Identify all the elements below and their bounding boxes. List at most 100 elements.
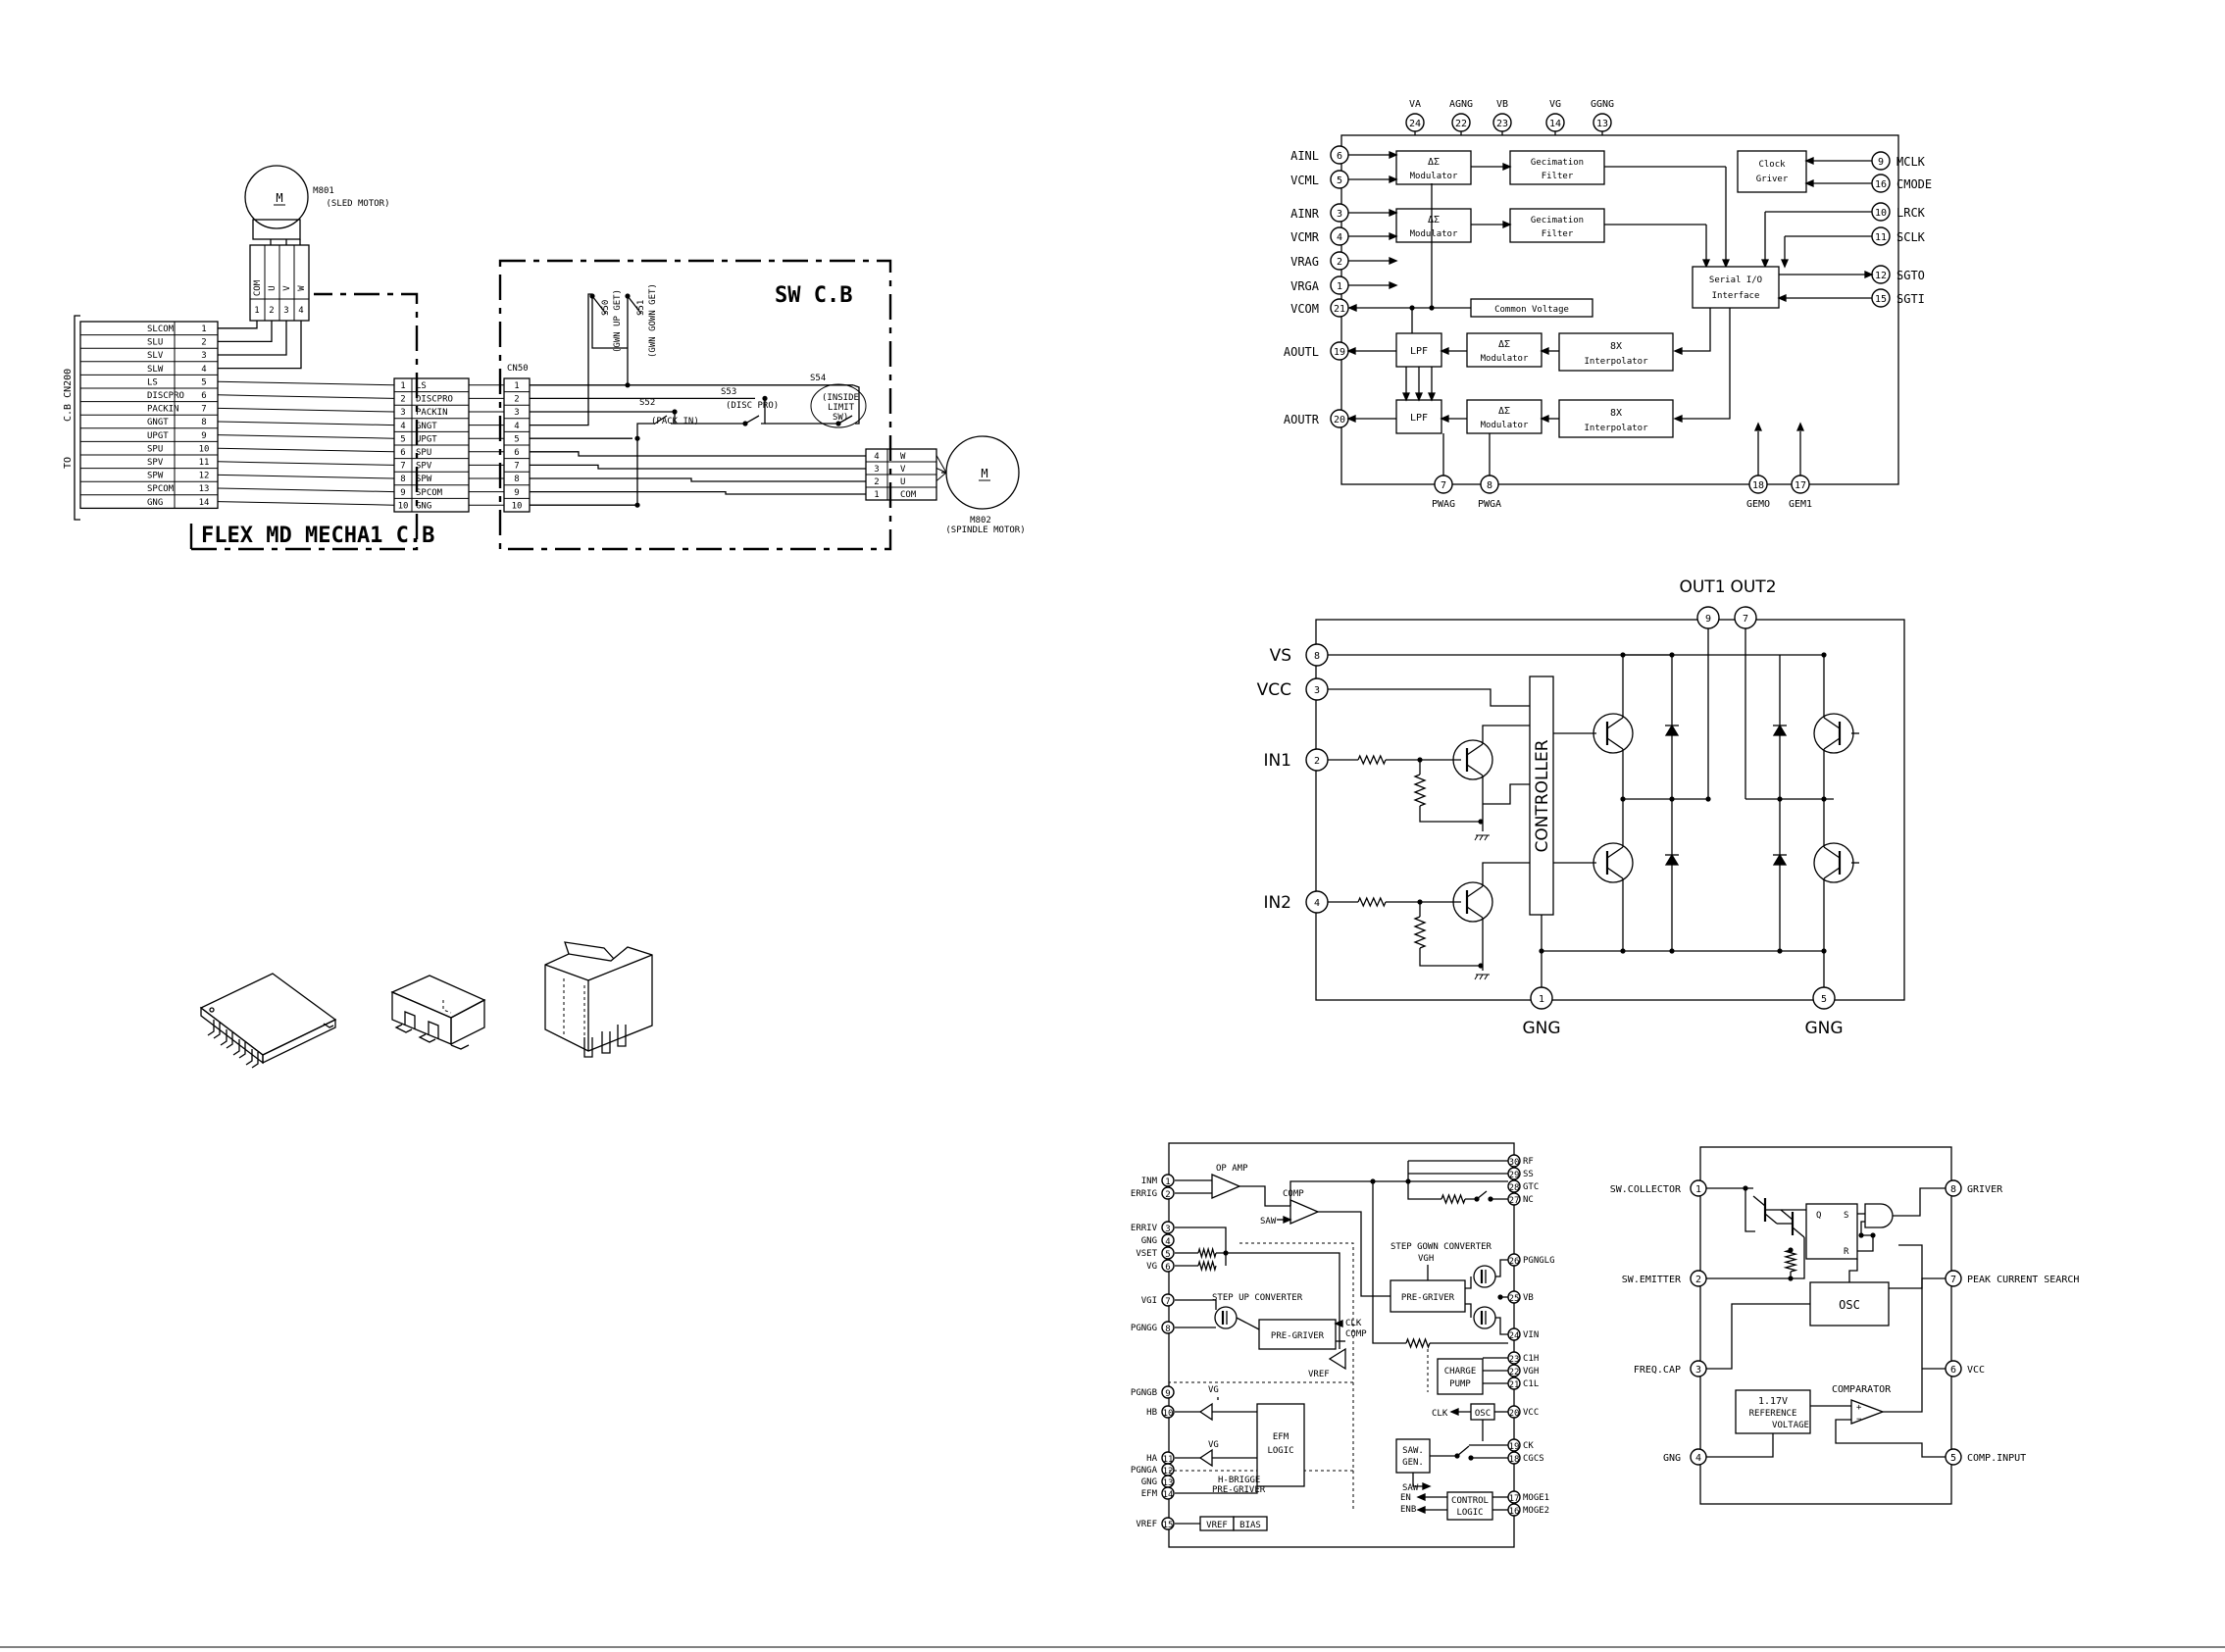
junction-dot [1474, 1196, 1480, 1202]
s54-desc-2: LIMIT [828, 403, 855, 413]
modulator-left-in-label: Modulator [1410, 172, 1458, 181]
junction-dot [1669, 948, 1675, 954]
cn50-pin-10: 10 [512, 501, 523, 511]
en-label: EN [1400, 1493, 1411, 1503]
wire [1372, 1181, 1406, 1344]
hbridge-vg-1: VG [1208, 1385, 1219, 1395]
s51-desc: (GWN GOWN GET) [648, 283, 658, 358]
codec-left-pin-20-number: 20 [1334, 415, 1345, 426]
reg-right-pin-16-number: 16 [1509, 1507, 1520, 1517]
mid-row-name-packin: PACKIN [416, 408, 448, 418]
flex-row-name-slu: SLU [147, 338, 163, 348]
driver-outline [1315, 619, 1905, 1001]
wire [1466, 743, 1484, 756]
reg-left-pin-15-number: 15 [1163, 1521, 1174, 1530]
codec-top-pin-22-number: 22 [1455, 119, 1467, 129]
wire [1857, 1221, 1874, 1252]
lpf-right-label: LPF [1410, 413, 1428, 424]
wire [1848, 1259, 1858, 1282]
pre-driver-up-label: PRE-GRIVER [1271, 1331, 1325, 1341]
sw-board-wiring [530, 293, 867, 508]
sled-wire-3 [218, 321, 287, 356]
decimation-filter-left [1509, 150, 1605, 185]
codec-left-pin-2-number: 2 [1337, 257, 1342, 268]
reg-left-pin-8-number: 8 [1165, 1325, 1170, 1334]
mid-row-pin-5: 5 [400, 434, 405, 444]
mid-row-name-discpro: DISCPRO [416, 395, 453, 405]
vset-resistor-icon [1197, 1246, 1217, 1260]
s52-desc: (PACK IN) [651, 417, 699, 426]
conv-right-pin-name-comp-input: COMP.INPUT [1967, 1453, 2026, 1464]
hbridge-l2: PRE-GRIVER [1212, 1485, 1266, 1495]
s54-switch [765, 384, 860, 425]
codec-left-pin-name-aoutl: AOUTL [1284, 345, 1319, 359]
clk-label: CLK [1432, 1409, 1448, 1419]
mid-row-name-gng: GNG [416, 501, 431, 511]
sled-motor-symbol: M [276, 191, 282, 205]
reg-right-pin-27-number: 27 [1509, 1196, 1520, 1206]
reference-l1: 1.17V [1758, 1396, 1788, 1407]
driver-pin-8-number: 8 [1314, 651, 1320, 662]
step-up-fet [1214, 1306, 1238, 1329]
pre-driver-up [1258, 1319, 1337, 1350]
reg-right-pin-25-number: 25 [1509, 1294, 1520, 1304]
wire [1706, 1237, 1805, 1279]
s50-contact [591, 294, 613, 349]
flex-row-pin-14: 14 [199, 498, 210, 508]
codec-bottom-pin-17-number: 17 [1795, 480, 1806, 491]
controller-block [1529, 676, 1554, 916]
reg-right-pin-name-rf: RF [1523, 1157, 1534, 1167]
flex-bracket [74, 315, 80, 521]
flex-to-mid-wire [217, 394, 395, 399]
sled-connector-pin-3: 3 [283, 306, 288, 316]
wire [1679, 308, 1731, 420]
arrow-down-icon [1781, 259, 1789, 269]
reg-right-pin-name-moge2: MOGE2 [1523, 1506, 1549, 1516]
reg-right-pin-name-vb: VB [1523, 1293, 1534, 1303]
vref-bias-b: BIAS [1239, 1521, 1261, 1530]
s54-marker [810, 383, 867, 428]
s54-desc-3: SW) [833, 413, 848, 423]
spindle-conn-name-u: U [900, 477, 905, 487]
wire [1236, 1317, 1260, 1330]
driver-pin-9-number: 9 [1705, 614, 1711, 625]
reg-left-pin-9-number: 9 [1165, 1389, 1170, 1399]
sled-motor-body [244, 165, 309, 229]
cn50-pin-9: 9 [514, 488, 519, 498]
wire [1466, 906, 1484, 919]
wire [1407, 1181, 1441, 1200]
interpolator-left [1558, 332, 1674, 372]
wire [1606, 867, 1624, 879]
wire [1482, 862, 1530, 886]
lpf-left-label: LPF [1410, 346, 1428, 357]
flex-row-name-slw: SLW [147, 365, 164, 375]
wire [1823, 737, 1841, 750]
junction-dot [1858, 1232, 1864, 1238]
interpolator-right-l1: 8X [1610, 408, 1622, 419]
control-logic-l2: LOGIC [1456, 1508, 1483, 1518]
clock-driver-l2: Griver [1756, 175, 1789, 184]
reference-l3: VOLTAGE [1772, 1421, 1809, 1430]
ff-q-label: Q [1816, 1211, 1821, 1221]
wire [1466, 764, 1484, 776]
reg-right-pin-23-number: 23 [1509, 1355, 1520, 1365]
codec-left-pin-name-ainl: AINL [1290, 149, 1319, 163]
bias-box [1233, 1516, 1268, 1531]
wire [1706, 1303, 1810, 1370]
reg-right-pin-17-number: 17 [1509, 1494, 1520, 1504]
modulator-left-out-label: Modulator [1481, 354, 1529, 364]
efm-logic-l1: EFM [1273, 1432, 1289, 1442]
sw-board-label: SW C.B [775, 283, 852, 308]
s53-desc: (DISC PRO) [726, 401, 779, 411]
cn50-label: CN50 [507, 364, 529, 374]
ic-package-drawings [199, 941, 653, 1069]
codec-left-pin-21-number: 21 [1334, 304, 1345, 315]
op-amp-label: OP AMP [1216, 1164, 1248, 1174]
arrow-down-icon [1722, 259, 1730, 269]
codec-right-pin-9-number: 9 [1878, 157, 1884, 168]
flex-row-pin-6: 6 [201, 391, 206, 401]
reg-right-pin-29-number: 29 [1509, 1171, 1520, 1180]
junction-dot [762, 395, 768, 401]
wire [1606, 737, 1624, 750]
